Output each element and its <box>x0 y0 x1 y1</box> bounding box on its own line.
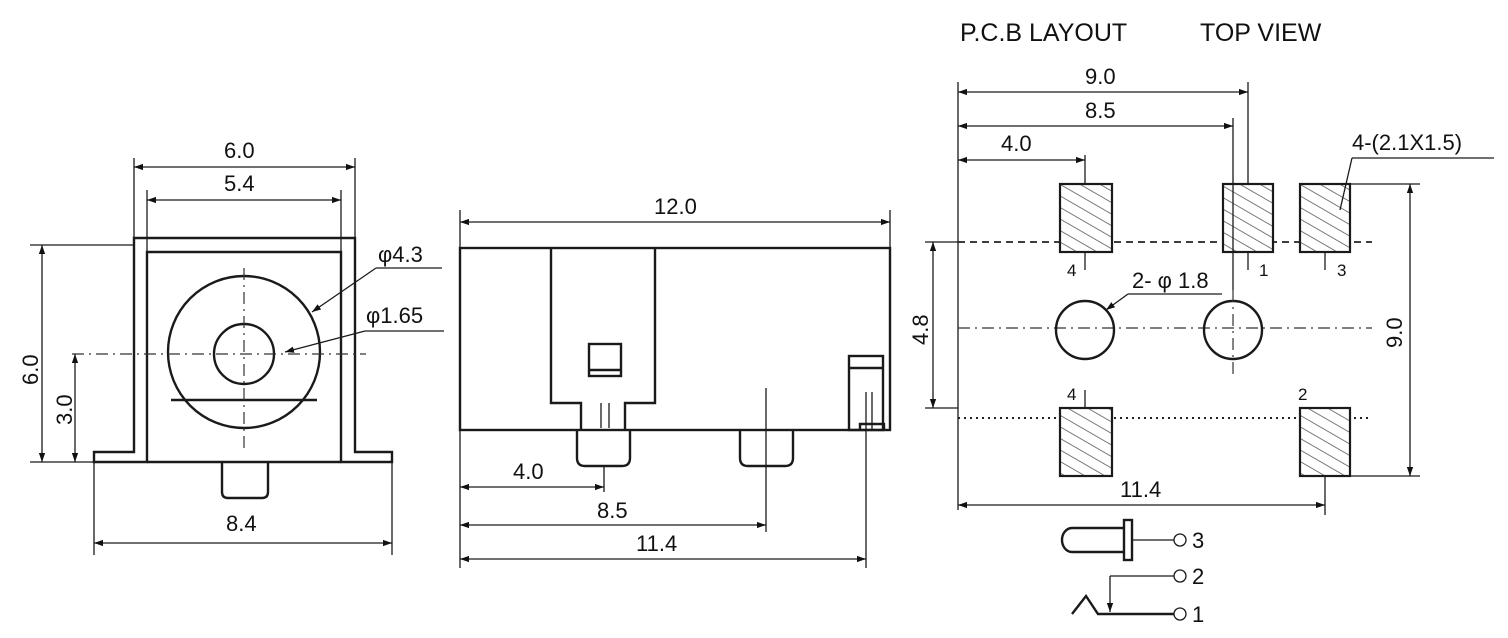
pcb-row-spacing-label: 4.8 <box>908 314 933 345</box>
front-center-height-label: 3.0 <box>52 394 77 425</box>
pcb-layout: 9.0 8.5 4.0 4-(2.1X1.5) 9.0 4.8 2- φ 1.8… <box>908 64 1494 515</box>
pcb-width-total-label: 9.0 <box>1085 64 1116 89</box>
pcb-bottom-width-label: 11.4 <box>1120 477 1161 502</box>
pcb-pad-label: 1 <box>1259 261 1268 280</box>
pcb-hole-spec-label: 2- φ 1.8 <box>1132 268 1209 293</box>
pcb-pad-label: 2 <box>1298 385 1307 404</box>
schematic-plug <box>1060 526 1124 554</box>
front-view: 6.0 5.4 6.0 3.0 8.4 φ4.3 φ1.65 <box>18 138 444 555</box>
schematic-pin-label: 2 <box>1192 564 1204 589</box>
side-body-outline <box>458 246 892 432</box>
pcb-pad-spec-label: 4-(2.1X1.5) <box>1352 130 1462 155</box>
pcb-dim-a-label: 4.0 <box>1001 131 1032 156</box>
pcb-pad-3 <box>1298 182 1352 254</box>
top-view-title: TOP VIEW <box>1200 19 1322 47</box>
front-width-outer-label: 6.0 <box>224 138 255 163</box>
schematic-pin3-terminal <box>1173 533 1187 547</box>
pcb-pad-label: 4 <box>1067 261 1076 280</box>
side-pin-right <box>858 422 886 430</box>
side-length-label: 12.0 <box>654 194 697 219</box>
pcb-pad-1 <box>1221 182 1275 254</box>
pcb-hole-right <box>1202 299 1264 361</box>
pcb-pad-label: 4 <box>1067 385 1076 404</box>
side-dim-b-label: 8.5 <box>597 498 628 523</box>
pcb-pad-4-top <box>1058 182 1114 254</box>
pcb-pad-label: 3 <box>1337 261 1346 280</box>
schematic-contact <box>1071 593 1174 616</box>
jack-schematic: 3 2 1 <box>1060 518 1204 627</box>
side-window <box>587 342 623 378</box>
pcb-pad-2 <box>1298 406 1352 478</box>
side-dim-c-label: 11.4 <box>636 531 677 556</box>
front-outer-diameter-label: φ4.3 <box>378 242 423 267</box>
schematic-pin1-terminal <box>1173 607 1187 621</box>
pcb-layout-title: P.C.B LAYOUT <box>960 19 1127 47</box>
schematic-pin2-terminal <box>1173 569 1187 583</box>
schematic-pin-label: 3 <box>1192 528 1204 553</box>
pcb-pad-4-bottom <box>1058 406 1114 478</box>
side-view: 12.0 4.0 8.5 11.4 <box>458 194 892 568</box>
pcb-dim-b-label: 8.5 <box>1085 98 1116 123</box>
pcb-hole-left <box>1054 299 1116 361</box>
front-base-width-label: 8.4 <box>226 511 257 536</box>
side-pin-left <box>575 430 632 468</box>
front-width-inner-label: 5.4 <box>224 171 255 196</box>
pcb-height-total-label: 9.0 <box>1382 317 1407 348</box>
schematic-pin-label: 1 <box>1192 602 1204 627</box>
side-dim-a-label: 4.0 <box>513 459 544 484</box>
front-height-label: 6.0 <box>18 354 43 385</box>
front-pin-diameter-label: φ1.65 <box>366 303 423 328</box>
front-bottom-pin <box>220 462 270 500</box>
